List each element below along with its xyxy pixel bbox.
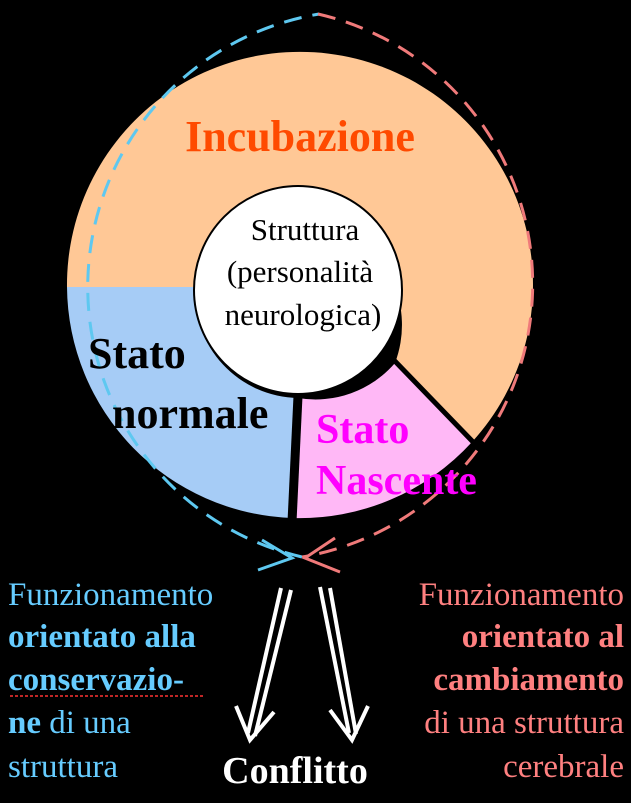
label-stato-normale-line1: Stato	[88, 329, 186, 378]
arrow-shaft-left-b	[253, 589, 293, 737]
center-circle	[193, 185, 403, 395]
right-text-line2: orientato al	[462, 619, 624, 655]
right-text-line4: di una struttura	[424, 705, 624, 741]
dashed-arc-left	[86, 12, 320, 559]
label-incubazione: Incubazione	[185, 112, 415, 161]
separator-line	[287, 395, 303, 523]
left-text-line5: struttura	[8, 749, 118, 785]
center-label-line3: neurologica)	[225, 297, 382, 332]
arrow-shaft-right-b	[328, 587, 358, 735]
segment-stato-nascente	[292, 363, 472, 519]
segment-incubazione	[66, 51, 533, 443]
left-text-line4: ne di una	[8, 705, 131, 741]
right-text-line5: cerebrale	[503, 749, 624, 785]
arrow-shaft-left-a	[246, 587, 283, 734]
conflict-label: Conflitto	[222, 750, 368, 792]
dashed-arc-right	[301, 12, 535, 559]
right-text-line3: cambiamento	[433, 662, 624, 698]
arrowhead-down-left	[234, 705, 276, 744]
segment-stato-normale	[67, 287, 298, 518]
left-text-line2: orientato alla	[8, 619, 196, 655]
left-text-line3: conservazio-	[8, 662, 184, 698]
center-label-line2: (personalità	[227, 254, 374, 289]
arrowhead-down-right	[328, 705, 370, 744]
right-text-line1: Funzionamento	[419, 577, 624, 613]
arrowhead-left	[257, 538, 296, 572]
label-stato-normale-line2: normale	[112, 389, 268, 438]
left-text-line4-rest: di una	[41, 705, 131, 741]
separator-line	[388, 354, 477, 446]
conflict-arrows	[234, 586, 370, 744]
left-text-line4-bold: ne	[8, 705, 41, 741]
arrowhead-right	[301, 536, 341, 574]
label-stato-nascente-line1: Stato	[316, 407, 409, 453]
label-stato-nascente-line2: Nascente	[316, 458, 477, 504]
arrow-shaft-right-a	[318, 586, 351, 734]
center-label-line1: Struttura	[251, 212, 360, 247]
left-text-line1: Funzionamento	[8, 577, 213, 613]
